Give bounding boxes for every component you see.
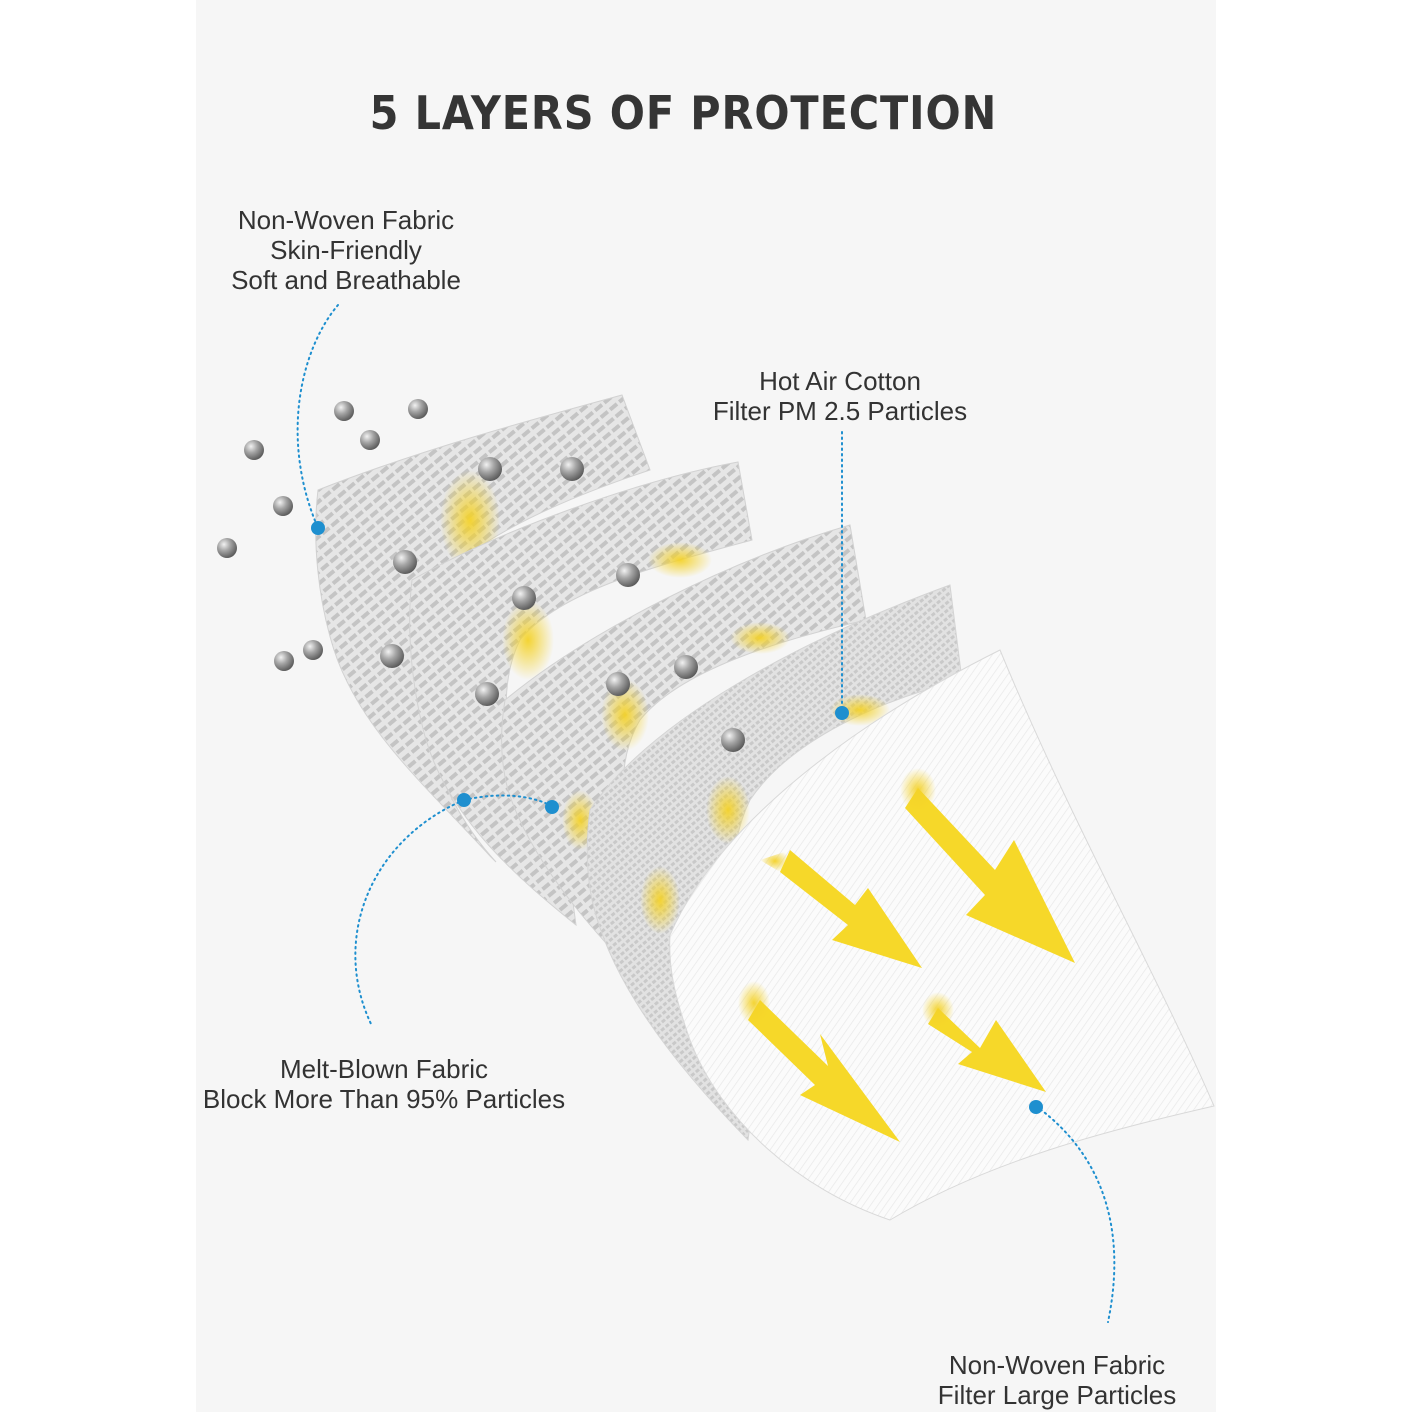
- airflow-arrow-icon: [922, 992, 1046, 1092]
- airflow-arrow-icon: [738, 981, 900, 1142]
- particle-icon: [273, 496, 293, 516]
- callout-outer-layer: Non-Woven Fabric Filter Large Particles: [916, 1350, 1198, 1410]
- particle-icon: [616, 563, 640, 587]
- leader-line: [463, 794, 553, 807]
- callout-melt-blown: Melt-Blown Fabric Block More Than 95% Pa…: [186, 1054, 582, 1114]
- airflow-arrow-icon: [760, 850, 922, 968]
- leader-dot-icon: [1029, 1100, 1043, 1114]
- leader-line: [1035, 1105, 1116, 1323]
- callout-line: Non-Woven Fabric: [237, 205, 455, 235]
- particle-icon: [303, 640, 323, 660]
- callout-line: Soft and Breathable: [231, 265, 461, 295]
- particle-icon: [721, 728, 745, 752]
- callout-line: Non-Woven Fabric: [948, 1350, 1166, 1380]
- leader-dot-icon: [311, 521, 325, 535]
- particle-icon: [217, 538, 237, 558]
- leader-dot-icon: [835, 706, 849, 720]
- particle-icon: [380, 644, 404, 668]
- particle-icon: [475, 682, 499, 706]
- particle-icon: [244, 440, 264, 460]
- leader-line: [296, 304, 339, 529]
- airflow-arrow-icon: [900, 768, 1075, 963]
- callout-line: Melt-Blown Fabric: [279, 1054, 489, 1084]
- leader-line: [354, 799, 465, 1027]
- particle-icon: [360, 430, 380, 450]
- filter-layer-5: [669, 649, 1215, 1221]
- leader-dot-icon: [457, 793, 471, 807]
- callout-line: Filter Large Particles: [937, 1380, 1177, 1410]
- particle-icon: [408, 399, 428, 419]
- callout-line: Block More Than 95% Particles: [202, 1084, 566, 1114]
- particle-icon: [478, 457, 502, 481]
- callout-line: Filter PM 2.5 Particles: [712, 396, 968, 426]
- particle-icon: [560, 457, 584, 481]
- particle-icon: [512, 586, 536, 610]
- diagram-title: 5 LAYERS OF PROTECTION: [369, 86, 998, 140]
- callout-skin-layer: Non-Woven Fabric Skin-Friendly Soft and …: [196, 205, 496, 295]
- particle-icon: [393, 550, 417, 574]
- particle-icon: [334, 401, 354, 421]
- particle-icon: [606, 672, 630, 696]
- particles: [217, 399, 745, 752]
- leader-dot-icon: [545, 800, 559, 814]
- filter-layer-2: [409, 461, 753, 927]
- particle-icon: [674, 655, 698, 679]
- callout-line: Skin-Friendly: [270, 235, 422, 265]
- particle-icon: [274, 651, 294, 671]
- callout-hot-air-cotton: Hot Air Cotton Filter PM 2.5 Particles: [660, 366, 1020, 426]
- callout-line: Hot Air Cotton: [759, 366, 921, 396]
